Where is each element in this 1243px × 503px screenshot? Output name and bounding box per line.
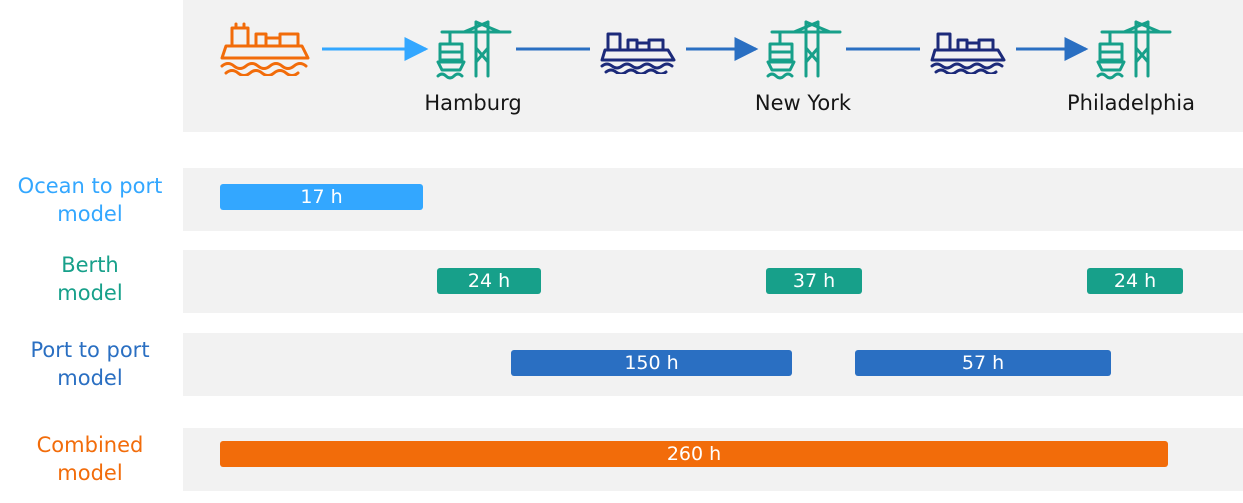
- city-label-new-york: New York: [754, 91, 852, 115]
- row-label-line: model: [57, 281, 123, 305]
- row-label-line: model: [57, 202, 123, 226]
- city-label-philadelphia: Philadelphia: [1067, 91, 1195, 115]
- bar-berth-hamburg-24h: 24 h: [437, 268, 541, 294]
- city-label-hamburg: Hamburg: [424, 91, 522, 115]
- bar-port-to-port-150h: 150 h: [511, 350, 792, 376]
- row-label-line: model: [57, 461, 123, 485]
- crane-icon: [1096, 20, 1172, 80]
- row-label-line: Berth: [61, 253, 119, 277]
- crane-icon: [766, 20, 842, 80]
- row-label-port-to-port: Port to port model: [0, 336, 180, 392]
- crane-icon: [436, 20, 512, 80]
- row-label-line: Port to port: [30, 338, 150, 362]
- row-label-line: Ocean to port: [17, 174, 163, 198]
- ship-icon: [930, 32, 1006, 74]
- route-connectors: [322, 37, 1089, 61]
- row-label-berth: Berth model: [0, 251, 180, 307]
- row-label-line: model: [57, 366, 123, 390]
- bar-berth-philadelphia-24h: 24 h: [1087, 268, 1183, 294]
- bar-ocean-to-port-17h: 17 h: [220, 184, 423, 210]
- row-label-combined: Combined model: [0, 431, 180, 487]
- row-label-line: Combined: [36, 433, 144, 457]
- route-header: [183, 0, 1243, 132]
- ship-icon: [220, 22, 310, 76]
- ship-icon: [600, 32, 676, 74]
- row-label-ocean-to-port: Ocean to port model: [0, 172, 180, 228]
- bar-combined-260h: 260 h: [220, 441, 1168, 467]
- bar-port-to-port-57h: 57 h: [855, 350, 1111, 376]
- bar-berth-new-york-37h: 37 h: [766, 268, 862, 294]
- row-band-berth: [183, 250, 1243, 313]
